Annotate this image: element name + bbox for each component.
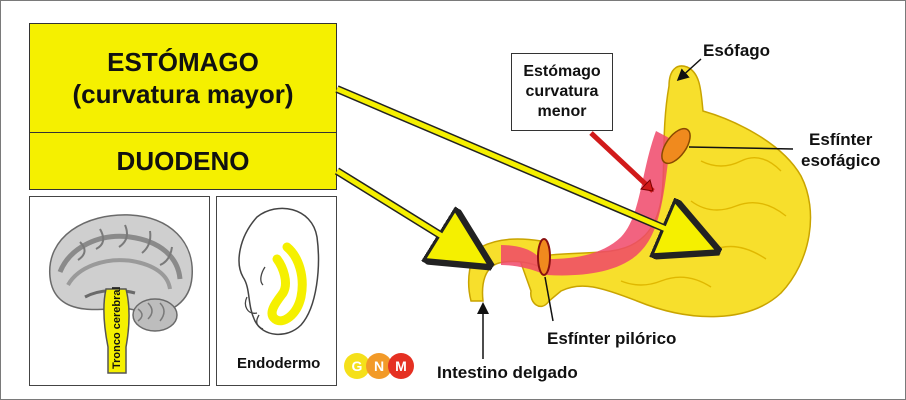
brainstem-label: Tronco cerebral xyxy=(111,286,123,369)
logo-letter-g: G xyxy=(352,358,363,374)
embryo-illustration xyxy=(238,207,320,335)
logo-circle-m xyxy=(388,353,414,379)
logo-letter-m: M xyxy=(395,358,407,374)
stomach-greater-curvature-title: ESTÓMAGO (curvatura mayor) xyxy=(29,23,337,133)
lesser-curvature-arrow xyxy=(589,131,655,193)
esophageal-sphincter-line1: Esfínter xyxy=(809,130,873,149)
esophageal-sphincter-line2: esofágico xyxy=(801,151,881,170)
duodeno-title: DUODENO xyxy=(29,132,337,190)
stomach-title-line1: ESTÓMAGO xyxy=(107,47,259,77)
esophageal-sphincter xyxy=(661,127,691,165)
brain-illustration: Tronco cerebral xyxy=(49,214,193,374)
esfinter-esofagico-pointer xyxy=(688,146,794,150)
esofago-label: Esófago xyxy=(703,41,771,60)
lesser-curvature-line3: menor xyxy=(537,103,587,120)
esophageal-sphincter-label: Esfínter esofágico xyxy=(801,129,880,171)
lesser-curvature-zone xyxy=(547,131,671,276)
esofago-pointer xyxy=(676,58,702,82)
pyloric-sphincter xyxy=(537,238,551,276)
endodermo-label: Endodermo xyxy=(237,355,321,372)
embryo-panel: Endodermo xyxy=(216,196,337,386)
gnm-logo: G N M xyxy=(344,353,414,379)
lesser-curvature-label-box: Estómago curvatura menor xyxy=(511,53,613,131)
logo-circle-n xyxy=(366,353,392,379)
lesser-curvature-line1: Estómago xyxy=(523,63,601,80)
brain-panel: Tronco cerebral xyxy=(29,196,210,386)
duodeno-title-text: DUODENO xyxy=(116,145,250,176)
small-intestine-label: Intestino delgado xyxy=(437,363,578,382)
logo-letter-n: N xyxy=(374,358,384,374)
esfinter-pilorico-pointer xyxy=(544,276,554,322)
logo-circle-g xyxy=(344,353,370,379)
pyloric-sphincter-label: Esfínter pilórico xyxy=(547,329,677,348)
stomach-title-line2: (curvatura mayor) xyxy=(72,79,294,109)
lesser-curvature-line2: curvatura xyxy=(525,83,599,100)
